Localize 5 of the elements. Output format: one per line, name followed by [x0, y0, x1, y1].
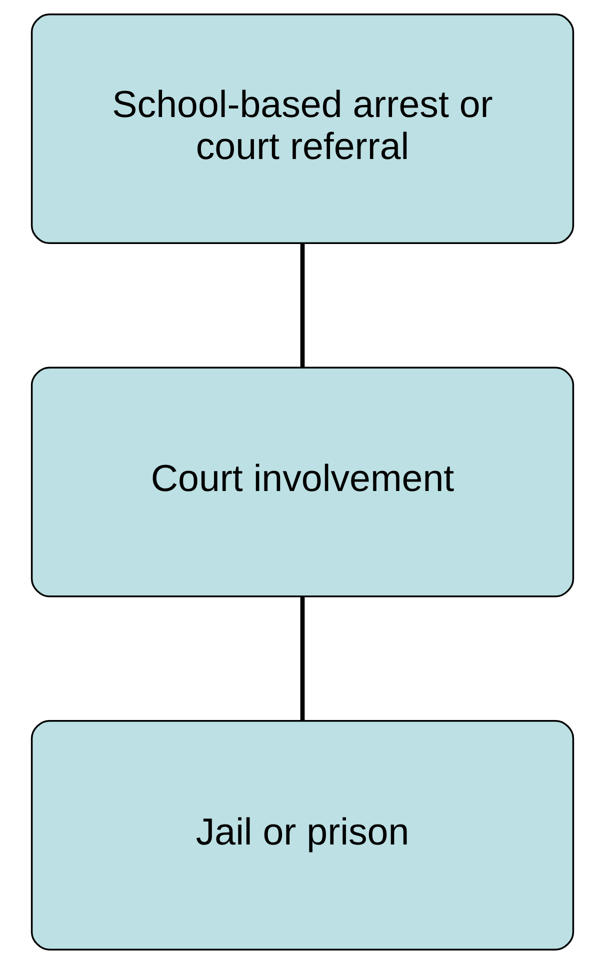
- node-box: School-based arrest or court referral: [30, 14, 574, 244]
- node-box: Jail or prison: [30, 720, 574, 950]
- node-box: Court involvement: [30, 366, 574, 598]
- connector: [300, 596, 305, 720]
- connector: [300, 243, 305, 368]
